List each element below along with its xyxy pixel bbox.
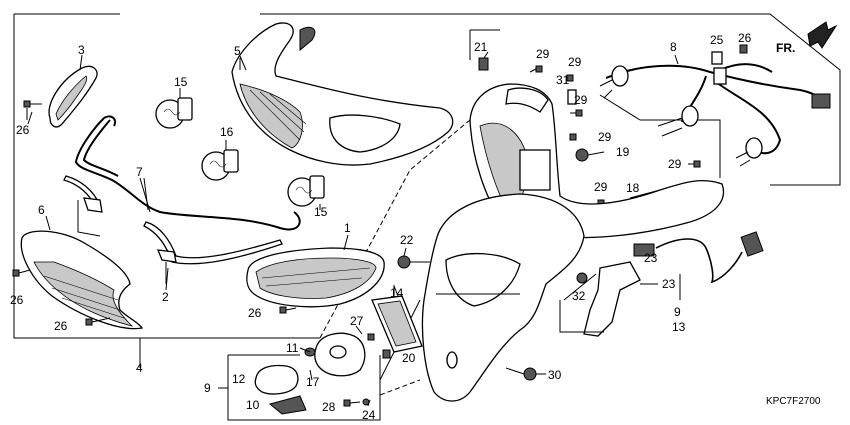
callout-3: 3 <box>78 43 85 57</box>
screw-26-d <box>279 306 297 314</box>
part-8-wire-harness <box>599 63 831 167</box>
callout-9: 9 <box>204 381 211 395</box>
callout-labels: 3 26 15 16 15 5 7 6 2 26 26 4 1 26 21 29… <box>10 31 821 422</box>
callout-21: 19 <box>616 145 630 159</box>
callout-30: 30 <box>548 368 562 382</box>
callout-32: 32 <box>572 289 586 303</box>
part-28-24-screws <box>343 398 370 407</box>
part-31-clip <box>567 89 577 105</box>
callout-29: 29 <box>668 157 682 171</box>
part-2-rubber-strip <box>63 175 283 284</box>
callout-20: 22 <box>400 233 414 247</box>
part-16-bulb <box>201 140 239 181</box>
callout-28: 28 <box>322 400 336 414</box>
callout-13: 13 <box>672 320 686 334</box>
callout-29: 29 <box>536 47 550 61</box>
screw-26-a <box>23 100 42 120</box>
part-21-bolt <box>575 148 605 162</box>
callout-15: 15 <box>174 75 188 89</box>
screw-26-b <box>12 269 31 277</box>
part-11-light-housing <box>299 332 391 381</box>
callout-26: 26 <box>738 31 752 45</box>
part-15-bulb-a <box>155 88 193 129</box>
callout-29: 29 <box>594 180 608 194</box>
callout-26: 26 <box>248 306 262 320</box>
part-10-reflector <box>268 395 307 415</box>
callout-5: 5 <box>234 44 241 58</box>
callout-16: 16 <box>220 125 234 139</box>
callout-12: 12 <box>232 372 246 386</box>
callout-29: 29 <box>574 93 588 107</box>
part-3-side-reflector <box>48 54 98 128</box>
group-frame-left <box>13 13 841 368</box>
callout-25: 25 <box>710 33 724 47</box>
callout-19: 23 <box>644 251 658 265</box>
front-direction-indicator: FR. <box>776 21 838 55</box>
part-25-26-clip <box>711 44 748 65</box>
part-30-nut <box>505 367 546 381</box>
part-6-tail-lens <box>20 230 144 330</box>
lower-cover <box>421 193 585 402</box>
part-7-trim-frame <box>74 115 301 231</box>
leader-lines <box>27 51 679 407</box>
direction-label: FR. <box>776 41 795 55</box>
callout-8: 8 <box>670 40 677 54</box>
callout-27: 27 <box>350 314 364 328</box>
callout-26: 26 <box>16 123 30 137</box>
part-20-bolt <box>397 247 430 269</box>
callout-24: 24 <box>362 408 376 422</box>
callout-18: 18 <box>626 181 640 195</box>
callout-26: 26 <box>10 293 24 307</box>
callout-17: 17 <box>306 375 320 389</box>
part-1-lens <box>246 234 385 308</box>
part-14-license-lens <box>371 285 423 353</box>
callout-26: 26 <box>54 319 68 333</box>
callout-22: 20 <box>402 351 416 365</box>
callout-2: 2 <box>162 290 169 304</box>
part-19-bracket <box>559 261 658 337</box>
callout-9: 9 <box>674 305 681 319</box>
screw-26-c <box>85 317 111 326</box>
callout-29: 29 <box>598 130 612 144</box>
callout-31: 31 <box>556 73 570 87</box>
part-9-socket-wire <box>633 231 764 300</box>
callout-29: 29 <box>568 55 582 69</box>
callout-11: 11 <box>286 341 299 355</box>
callout-15: 15 <box>314 205 328 219</box>
part-5-upper-housing <box>231 22 454 166</box>
callout-1: 1 <box>344 221 351 235</box>
callout-7: 7 <box>136 165 143 179</box>
callout-6: 6 <box>38 203 45 217</box>
callout-14: 14 <box>390 286 404 300</box>
part-15-bulb-b <box>287 175 325 210</box>
callout-19: 23 <box>662 277 676 291</box>
part-23-clip <box>478 57 489 71</box>
callout-4: 4 <box>136 361 143 375</box>
callout-23: 21 <box>474 40 488 54</box>
group-frame-right <box>469 29 721 178</box>
callout-10: 10 <box>246 398 260 412</box>
part-12-reflector <box>254 364 299 395</box>
diagram-code: KPC7F2700 <box>766 396 821 407</box>
